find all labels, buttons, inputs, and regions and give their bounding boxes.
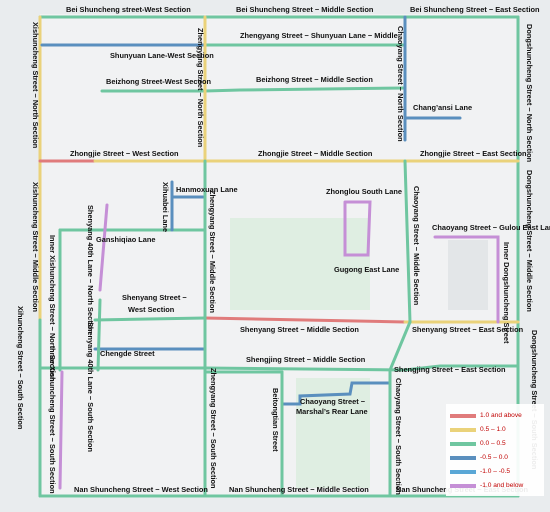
- label-shenyang-west: Shenyang Street −: [122, 293, 187, 302]
- label-chaoyang-marshal: Chaoyang Street −: [300, 397, 366, 406]
- label-shenyang40-south: Shenyang 40th Lane − South Section: [86, 322, 95, 452]
- legend-label: 0.5 – 1.0: [480, 426, 506, 433]
- label-dongshuncheng-north: Dongshuncheng Street − North Section: [525, 24, 534, 163]
- label-nan-west: Nan Shuncheng Street − West Section: [74, 485, 208, 494]
- road-shenyang-west: [93, 316, 207, 322]
- road-shenyang40-north: [98, 203, 109, 292]
- label-shenyang40-north: Shenyang 40th Lane − North Section: [86, 205, 95, 334]
- road-beizhong-middle: [203, 86, 407, 93]
- label-beizhong-west: Beizhong Street-West Section: [106, 77, 211, 86]
- label-zhongjie-east: Zhongjie Street − East Section: [420, 149, 527, 158]
- label-beizhong-middle: Beizhong Street − Middle Section: [256, 75, 373, 84]
- label-xishuncheng-north: Xishuncheng Street − North Section: [31, 22, 40, 149]
- legend-label: 0.0 – 0.5: [480, 440, 506, 447]
- label-zhengyang-shunyuan: Zhengyang Street − Shunyuan Lane − Middl…: [240, 31, 398, 40]
- road-shenyang-middle: [203, 316, 407, 324]
- label-chaoyang-south: Chaoyang Street − South Section: [394, 378, 403, 495]
- label-changansi: Chang’ansi Lane: [413, 103, 472, 112]
- label-gugong-east: Gugong East Lane: [334, 265, 399, 274]
- road-chaoyang-south: [388, 320, 412, 498]
- label-shenyang-middle: Shenyang Street − Middle Section: [240, 325, 359, 334]
- label-beitongtian: Beitongtian Street: [271, 388, 280, 452]
- label-zhengyang-north: Zhengyang Street − North Section: [196, 28, 205, 148]
- label-shengjing-middle: Shengjing Street − Middle Section: [246, 355, 366, 364]
- legend-label: 1.0 and above: [480, 412, 522, 419]
- label-xihuabei: Xihuabei Lane: [161, 182, 170, 232]
- label-xishuncheng-south: Xihuncheng Street − South Section: [16, 306, 25, 430]
- label-zhongjie-middle: Zhongjie Street − Middle Section: [258, 149, 373, 158]
- label-chaoyang-north: Chaoyang Street − North Section: [396, 26, 405, 142]
- legend-label: -1.0 and below: [480, 482, 524, 489]
- road-shengjing-east: [403, 364, 520, 372]
- road-zhonglou-south: [343, 200, 372, 257]
- label-chaoyang-middle: Chaoyang Street − Middle Section: [412, 186, 421, 306]
- legend-item: -1.0 – -0.5: [450, 466, 510, 477]
- label-dongshuncheng-middle: Dongshuncheng Street − Middle Section: [525, 170, 534, 312]
- road-chaoyang-middle: [403, 159, 412, 324]
- label-dongshuncheng-south: Dongshuncheng Street − South Section: [530, 330, 539, 470]
- label-zhongjie-west: Zhongjie Street − West Section: [70, 149, 179, 158]
- label-inner-xishuncheng-south: Inner Xishuncheng Street − South Section: [48, 346, 57, 494]
- legend-swatch: [450, 441, 476, 446]
- road-shenyang40-south: [96, 298, 102, 372]
- label-shenyang-east: Shenyang Street − East Section: [412, 325, 524, 334]
- label-chaoyang-gulou: Chaoyang Street − Gulou East Lane: [432, 223, 550, 232]
- label-zhengyang-south: Zhengyang Street − South Section: [209, 368, 218, 489]
- legend-label: -1.0 – -0.5: [480, 468, 511, 475]
- legend-item: -1.0 and below: [450, 480, 523, 491]
- legend-item: -0.5 – 0.0: [450, 452, 508, 463]
- road-segments: [38, 15, 520, 498]
- label-hanmoxuan: Hanmoxuan Lane: [176, 185, 238, 194]
- label-xishuncheng-middle: Xishuncheng Street − Middle Section: [31, 182, 40, 312]
- label-zhonglou-south: Zhonglou South Lane: [326, 187, 402, 196]
- label-bei-middle: Bei Shuncheng Street − Middle Section: [236, 5, 374, 14]
- legend-label: -0.5 – 0.0: [480, 454, 508, 461]
- legend-swatch: [450, 427, 476, 432]
- label-bei-east: Bei Shuncheng Street − East Section: [410, 5, 540, 14]
- label-shunyuan-west: Shunyuan Lane-West Section: [110, 51, 214, 60]
- label-inner-xishuncheng-north: Inner Xishuncheng Street − North Section: [48, 235, 57, 382]
- legend-item: 0.0 – 0.5: [450, 438, 506, 449]
- legend-swatch: [450, 455, 476, 460]
- label-shenyang-west-2: West Section: [128, 305, 175, 314]
- label-chengde: Chengde Street: [100, 349, 155, 358]
- legend-swatch: [450, 413, 476, 418]
- label-inner-dongshuncheng: Inner Dongshuncheng Street: [502, 242, 511, 344]
- legend-item: 1.0 and above: [450, 410, 522, 421]
- block-area: [448, 240, 488, 310]
- legend-swatch: [450, 483, 476, 488]
- legend-item: 0.5 – 1.0: [450, 424, 506, 435]
- legend: 1.0 and above 0.5 – 1.0 0.0 – 0.5 -0.5 – 0.…: [446, 404, 544, 496]
- road-inner-xishuncheng-south: [58, 370, 64, 490]
- label-bei-west: Bei Shuncheng street-West Section: [66, 5, 191, 14]
- legend-swatch: [450, 469, 476, 474]
- label-shengjing-east: Shengjing Street − East Section: [394, 365, 506, 374]
- label-ganshiqiao: Ganshiqiao Lane: [96, 235, 156, 244]
- road-chaoyang-marshal: [280, 381, 392, 406]
- label-nan-middle: Nan Shuncheng Street − Middle Section: [229, 485, 369, 494]
- label-chaoyang-marshal-2: Marshal’s Rear Lane: [296, 407, 368, 416]
- label-zhengyang-middle: Zhengyang Street − Middle Section: [208, 190, 217, 313]
- palace-green-area: [230, 218, 370, 310]
